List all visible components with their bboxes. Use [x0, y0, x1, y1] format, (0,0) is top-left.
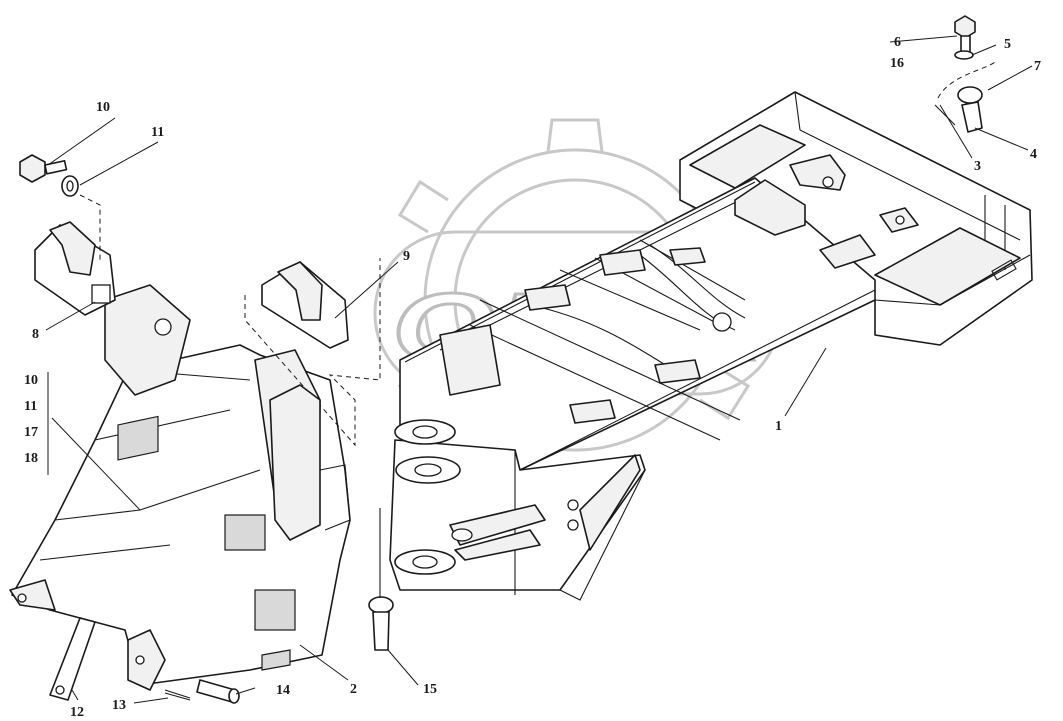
callout-9: 9: [403, 249, 410, 264]
callout-group-10: 10: [24, 373, 38, 388]
callout-5: 5: [1004, 37, 1011, 52]
cotter-13: [164, 689, 191, 701]
callouts: 1 2 3 4 5 6 7 16 8 9 10 11 12 13 14 15 1…: [24, 35, 1041, 720]
callout-group-11: 11: [24, 399, 37, 414]
callout-group-18: 18: [24, 451, 38, 466]
link-12: [49, 617, 96, 701]
frame-pivot-hole: [712, 312, 732, 332]
washer-5: [954, 50, 974, 60]
callout-8: 8: [32, 327, 39, 342]
callout-group-17: 17: [24, 425, 38, 440]
callout-2: 2: [350, 682, 357, 697]
bracket-9: [244, 258, 381, 447]
washer-11: [61, 175, 101, 260]
bolt-6: [954, 15, 976, 60]
callout-3: 3: [974, 159, 981, 174]
plate-17: [269, 384, 321, 541]
callout-13: 13: [112, 698, 126, 713]
callout-14: 14: [276, 683, 290, 698]
callout-16: 16: [890, 56, 904, 71]
callout-10-top: 10: [96, 100, 110, 115]
callout-4: 4: [1030, 147, 1037, 162]
bolt-10: [19, 154, 68, 183]
callout-6: 6: [894, 35, 901, 50]
pin-4: [934, 61, 996, 133]
pin-14: [196, 679, 240, 704]
bracket-8: [34, 221, 116, 316]
left-tower: [104, 284, 191, 396]
rear-frame: [389, 91, 1033, 601]
callout-12: 12: [70, 705, 84, 720]
callout-7: 7: [1034, 59, 1041, 74]
pin-15: [368, 508, 394, 651]
leader-lines: [45, 35, 1033, 704]
callout-15: 15: [423, 682, 437, 697]
callout-11-top: 11: [151, 125, 164, 140]
callout-1: 1: [775, 419, 782, 434]
